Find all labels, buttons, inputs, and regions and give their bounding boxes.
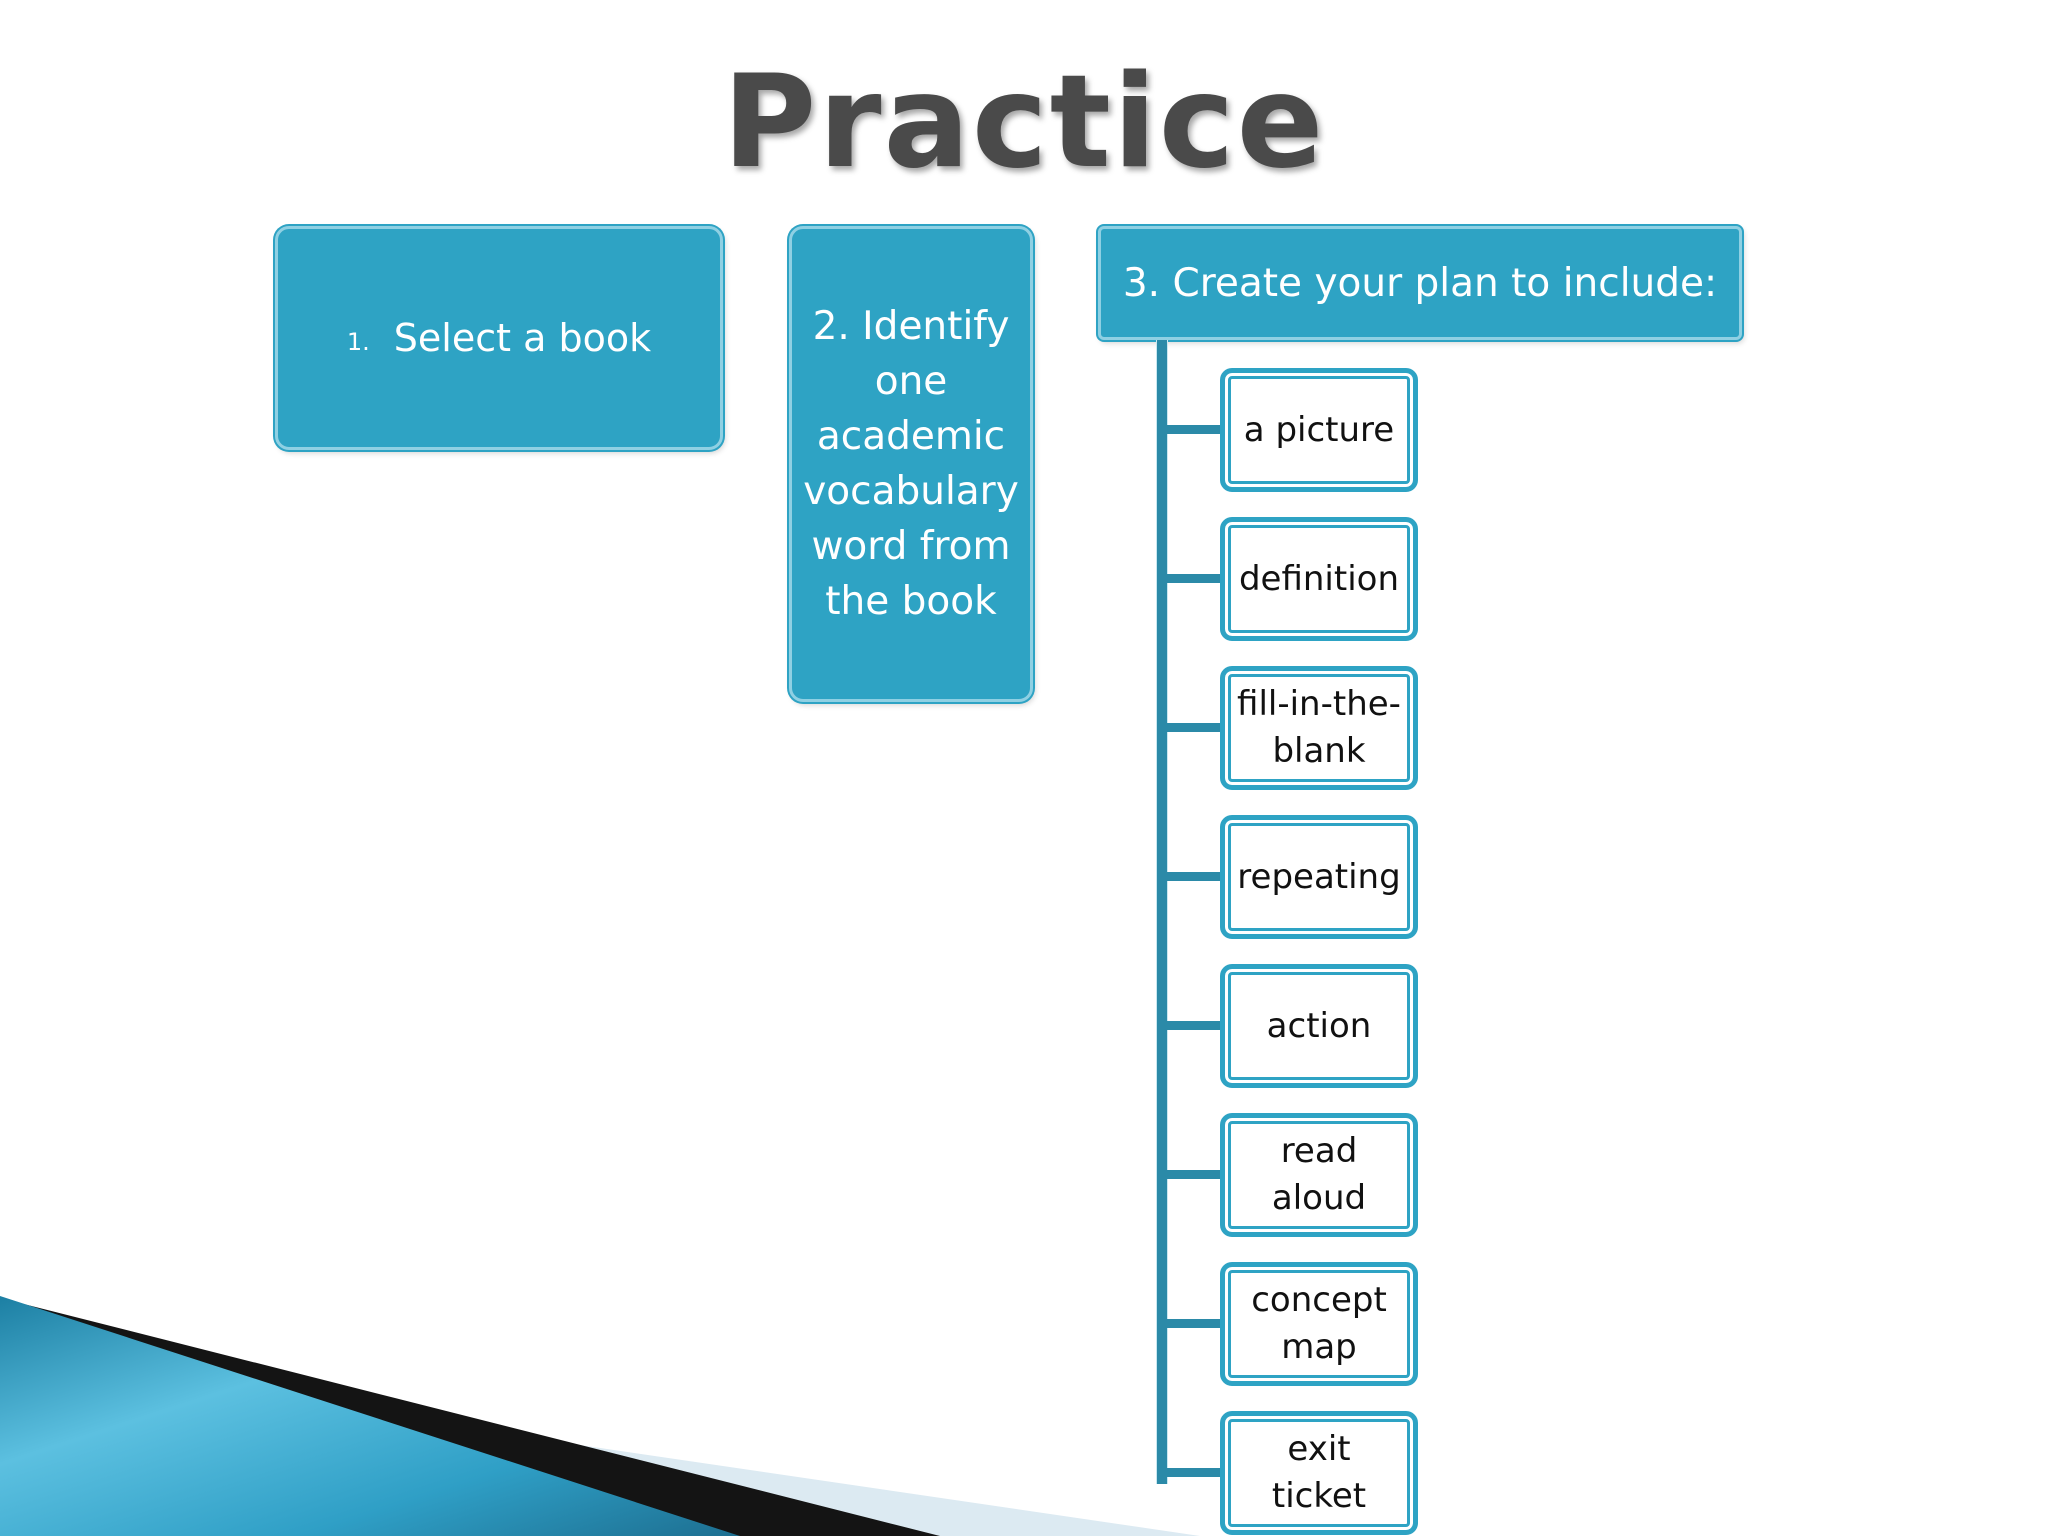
connector-branch	[1160, 1468, 1222, 1477]
plan-item-definition: definition	[1220, 517, 1418, 641]
swoosh-blue-band	[0, 1296, 740, 1536]
step-3-box: 3. Create your plan to include:	[1098, 226, 1742, 340]
plan-item-repeating: repeating	[1220, 815, 1418, 939]
hierarchy-connector-vertical	[1157, 340, 1167, 1484]
step-1-label: Select a book	[393, 316, 652, 360]
plan-item-exit-ticket: exit ticket	[1220, 1411, 1418, 1535]
plan-item-fill-in-the-blank: fill-in-the-blank	[1220, 666, 1418, 790]
connector-branch	[1160, 1319, 1222, 1328]
connector-branch	[1160, 425, 1222, 434]
connector-branch	[1160, 1021, 1222, 1030]
decorative-swoosh	[0, 1296, 1200, 1536]
step-2-box: 2. Identify one academic vocabulary word…	[789, 226, 1033, 702]
connector-branch	[1160, 872, 1222, 881]
step-3-label: 3. Create your plan to include:	[1122, 260, 1718, 306]
step-1-box: 1. Select a book	[275, 226, 723, 450]
connector-branch	[1160, 1170, 1222, 1179]
plan-item-concept-map: concept map	[1220, 1262, 1418, 1386]
plan-item-action: action	[1220, 964, 1418, 1088]
step-2-label: 2. Identify one academic vocabulary word…	[803, 304, 1019, 624]
connector-branch	[1160, 574, 1222, 583]
step-1-number: 1.	[346, 328, 370, 356]
plan-item-picture: a picture	[1220, 368, 1418, 492]
plan-item-read-aloud: read aloud	[1220, 1113, 1418, 1237]
slide-title: Practice	[722, 48, 1326, 197]
connector-branch	[1160, 723, 1222, 732]
